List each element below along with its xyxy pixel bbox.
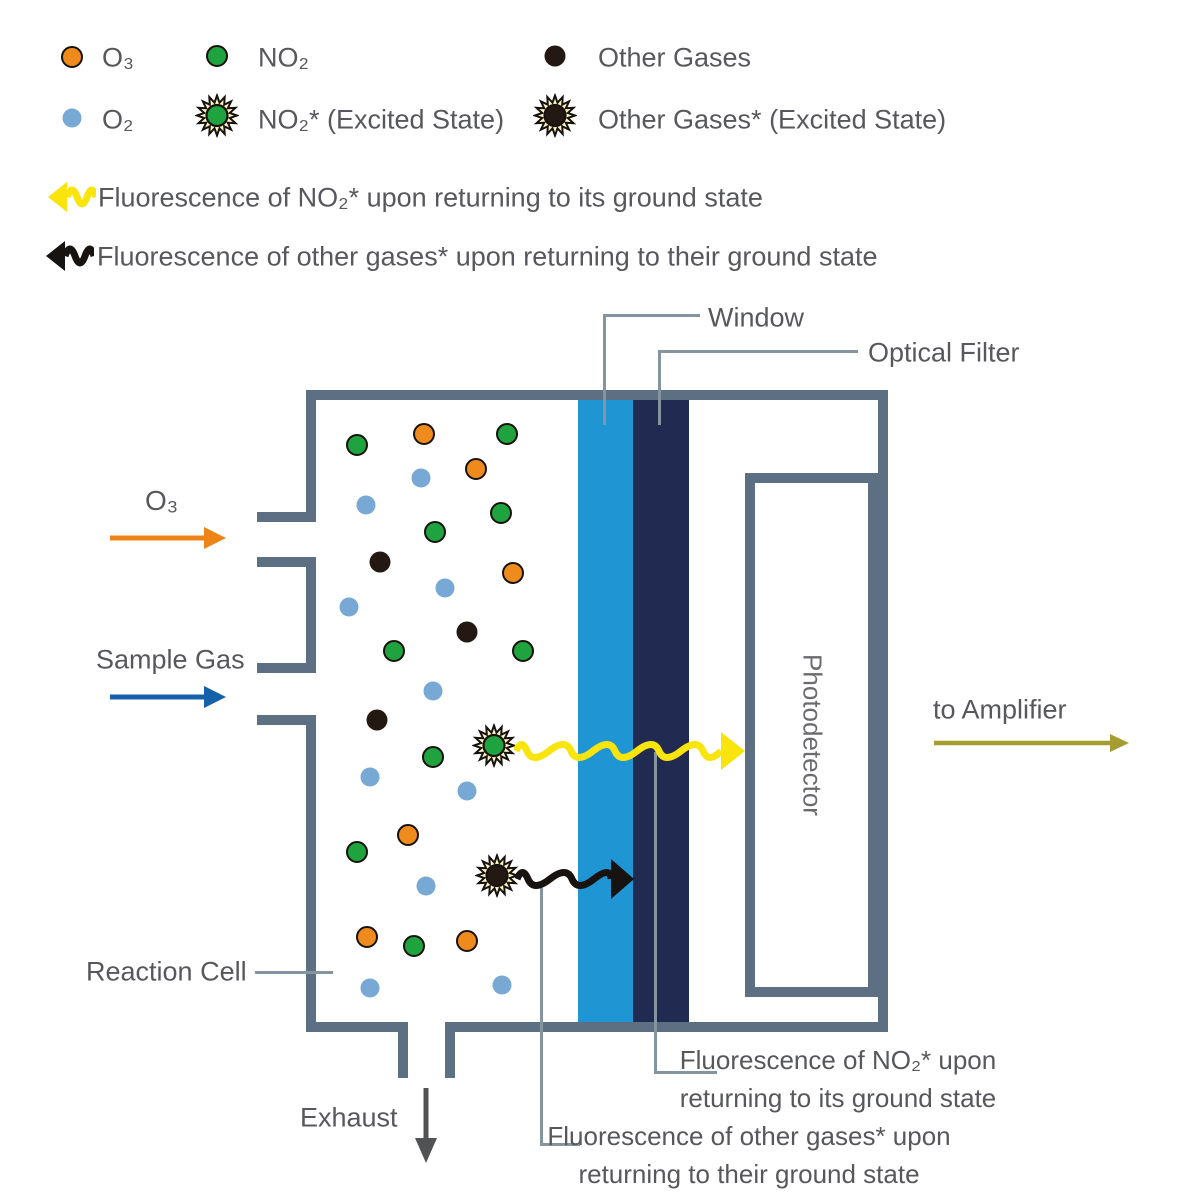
other-molecule-dot [456,621,478,643]
o3-molecule-dot [356,926,378,948]
o2-molecule-dot [423,681,443,701]
o3-inlet-opening [306,522,316,557]
o2-molecule-dot [356,495,376,515]
exhaust-port-right-wall [445,1022,455,1078]
o2-molecule-dot [339,597,359,617]
other-excited-legend-label: Other Gases* (Excited State) [598,104,947,135]
window-leader-line-vertical [603,314,606,425]
o2-molecule-dot [411,468,431,488]
no2-fluorescence-arrow [514,732,745,770]
no2-molecule-dot [346,434,368,456]
other-gases-legend-dot [544,45,566,67]
no2-fluorescence-caption-line2: returning to its ground state [679,1083,997,1113]
other-fluor-leader-line-horizontal [540,1143,580,1146]
sample-gas-label: Sample Gas [96,644,245,675]
sample-gas-inlet-opening [306,673,316,715]
optical-filter-strip [633,400,689,1022]
exhaust-opening [408,1022,445,1032]
optical-filter-leader-line-vertical [658,350,661,425]
photodetector-box [745,473,878,997]
no2-excited-starburst-icon [193,92,241,143]
o3-molecule-dot [502,562,524,584]
o2-molecule-dot [360,978,380,998]
no2-fluorescence-key-label: Fluorescence of NO₂* upon returning to i… [98,182,763,213]
other-excited-starburst-icon [531,92,579,143]
other-gases-legend-label: Other Gases [598,42,752,73]
no2-fluor-leader-line-horizontal [654,1071,717,1074]
no2-molecule-dot [346,841,368,863]
exhaust-arrow [415,1088,437,1163]
no2-molecule-dot [424,521,446,543]
black-wavy-arrow-icon [46,241,94,271]
no2-legend-label: NO₂ [258,42,309,73]
reaction-cell-leader-line [255,971,333,974]
other-fluorescence-caption-line2: returning to their ground state [578,1159,920,1189]
o2-molecule-dot [416,876,436,896]
o2-molecule-dot [360,767,380,787]
o2-molecule-dot [457,781,477,801]
o2-molecule-dot [435,578,455,598]
no2-molecule-dot [383,640,405,662]
o3-molecule-dot [465,458,487,480]
to-amplifier-arrow [934,734,1129,752]
o2-molecule-dot [492,975,512,995]
window-strip [578,400,633,1022]
exhaust-port-left-wall [398,1022,408,1078]
photodetector-label: Photodetector [797,654,828,816]
o3-inlet-arrow [110,527,226,549]
o3-legend-dot [61,46,83,68]
no2-molecule-dot [422,746,444,768]
no2-excited-legend-label: NO₂* (Excited State) [258,104,505,135]
sample-gas-inlet-arrow [110,686,226,708]
other-fluorescence-arrow [515,859,634,899]
no2-molecule-dot [512,640,534,662]
no2-molecule-dot [403,935,425,957]
exhaust-label: Exhaust [300,1102,398,1133]
sample-port-upper-wall [257,663,316,673]
other-fluorescence-key-label: Fluorescence of other gases* upon return… [97,241,878,272]
no2-molecule-dot [490,502,512,524]
no2-molecule-dot [496,423,518,445]
window-label: Window [708,302,805,333]
no2-fluorescence-caption-line1: Fluorescence of NO₂* upon [679,1045,997,1075]
no2-fluor-leader-line-vertical [654,752,657,1074]
other-fluorescence-caption-line1: Fluorescence of other gases* upon [547,1121,951,1151]
no2-fluorescence-caption: Fluorescence of NO₂* upon returning to i… [680,1041,997,1117]
o3-port-lower-wall [257,557,316,567]
window-leader-line [604,314,700,317]
other-excited-molecule-starburst [473,852,521,903]
optical-filter-label: Optical Filter [868,337,1020,368]
o3-legend-label: O₃ [102,42,134,73]
o3-molecule-dot [413,423,435,445]
o2-legend-dot [62,108,82,128]
other-fluor-leader-line-vertical [540,888,543,1146]
to-amplifier-label: to Amplifier [933,694,1067,725]
o2-legend-label: O₂ [102,104,134,135]
other-fluorescence-caption: Fluorescence of other gases* upon return… [547,1117,950,1193]
o3-inlet-label: O₃ [145,485,179,516]
no2-excited-molecule-starburst [470,722,518,773]
sample-port-lower-wall [257,715,316,725]
o3-port-upper-wall [257,512,316,522]
o3-molecule-dot [456,930,478,952]
o3-molecule-dot [397,824,419,846]
yellow-wavy-arrow-icon [48,182,96,212]
other-molecule-dot [369,551,391,573]
other-molecule-dot [366,709,388,731]
no2-legend-dot [206,45,228,67]
optical-filter-leader-line [659,350,858,353]
reaction-cell-label: Reaction Cell [86,956,247,987]
